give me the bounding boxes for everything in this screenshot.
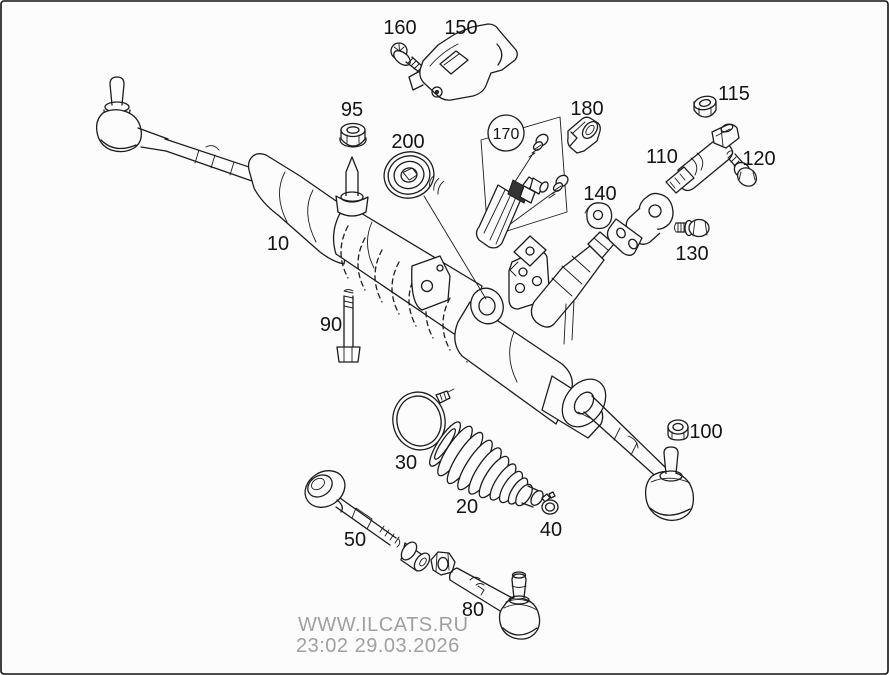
watermark-timestamp: 23:02 29.03.2026 [296,635,460,657]
leader-line-200 [423,195,487,300]
label-180: 180 [570,98,603,120]
watermark: WWW.ILCATS.RU 23:02 29.03.2026 [296,614,469,657]
part-80-outer-tie-rod-end [449,567,541,640]
part-30-boot-clamp-large [392,388,455,451]
circled-callout-170 [487,114,525,152]
label-110: 110 [646,146,678,168]
part-150-cover-bracket [408,23,518,101]
part-20-bellows-boot [429,421,544,508]
label-30: 30 [395,452,417,474]
part-180-sleeve [567,116,601,154]
joint-nut [430,551,456,576]
label-10: 10 [267,233,289,255]
part-130-bolt [674,218,710,238]
part-10-steering-gear-assembly [95,76,695,522]
part-95-flange-nut [339,122,367,148]
part-200-sealing-cap [383,151,445,199]
part-110-universal-joint [606,123,740,256]
part-120-bolt [726,150,758,187]
label-100: 100 [689,421,722,443]
label-150: 150 [444,17,477,39]
part-115-nut [693,95,717,118]
label-95: 95 [341,99,363,121]
part-170-motor-kit [475,114,569,249]
label-200: 200 [391,131,424,153]
part-labels: 10 20 30 40 50 80 90 95 100 110 115 120 … [267,17,776,621]
label-20: 20 [456,496,478,518]
part-100-tie-rod-nut [667,419,689,441]
watermark-site: WWW.ILCATS.RU [298,614,469,636]
label-170: 170 [493,126,520,143]
label-160: 160 [383,17,416,39]
part-160-screw [390,42,424,74]
label-140: 140 [583,183,616,205]
part-90-long-bolt [336,289,361,363]
label-40: 40 [540,519,562,541]
part-40-boot-clamp-small [541,491,559,515]
joint-bushing [400,541,431,572]
label-80: 80 [462,599,484,621]
part-50-inner-tie-rod [304,470,401,548]
label-120: 120 [742,148,775,170]
label-90: 90 [320,314,342,336]
label-115: 115 [718,83,750,105]
label-130: 130 [675,243,708,265]
label-50: 50 [344,529,366,551]
part-140-grommet [584,202,613,230]
